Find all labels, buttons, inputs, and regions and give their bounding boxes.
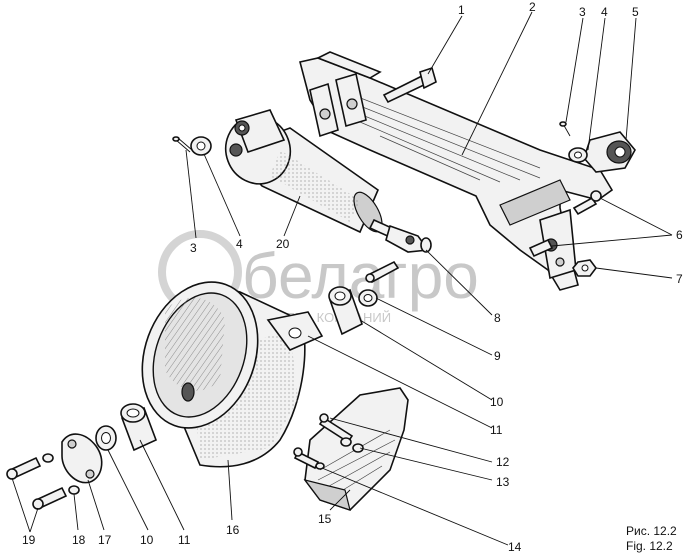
part-bolt-9 bbox=[365, 260, 400, 284]
part-washer-right bbox=[568, 147, 588, 163]
part-cotter-pin-left bbox=[172, 136, 193, 153]
label-10-left: 10 bbox=[140, 533, 154, 547]
label-12: 12 bbox=[496, 455, 510, 469]
label-20: 20 bbox=[276, 237, 290, 251]
label-9: 9 bbox=[494, 349, 501, 363]
leader-lines bbox=[11, 11, 673, 546]
part-eye-bracket bbox=[583, 131, 636, 173]
part-washer-left bbox=[190, 136, 212, 156]
label-11-right: 11 bbox=[490, 423, 503, 437]
label-5: 5 bbox=[632, 5, 639, 19]
label-8: 8 bbox=[494, 311, 501, 325]
part-tank bbox=[141, 281, 324, 468]
label-15: 15 bbox=[318, 512, 332, 526]
label-16: 16 bbox=[226, 523, 240, 537]
part-washer-lower bbox=[95, 425, 117, 451]
figure-caption: Рис. 12.2 Fig. 12.2 bbox=[626, 524, 677, 553]
label-14: 14 bbox=[508, 540, 522, 554]
callout-labels: 1 2 3 4 5 6 7 8 9 10 11 12 13 14 15 16 1… bbox=[22, 0, 683, 554]
part-cotter-pin-right bbox=[559, 121, 571, 137]
label-13: 13 bbox=[496, 475, 510, 489]
part-nut bbox=[572, 259, 597, 277]
label-7: 7 bbox=[676, 272, 683, 286]
part-bush-upper bbox=[328, 286, 378, 336]
part-bush-lower bbox=[120, 403, 158, 452]
caption-ru: Рис. 12.2 bbox=[626, 524, 677, 538]
label-3-left: 3 bbox=[190, 241, 197, 255]
part-bolts-19 bbox=[6, 456, 68, 510]
caption-en: Fig. 12.2 bbox=[626, 539, 673, 553]
part-bolts-6 bbox=[528, 190, 602, 258]
label-6: 6 bbox=[676, 228, 683, 242]
label-17: 17 bbox=[98, 533, 112, 547]
part-beam bbox=[299, 51, 614, 291]
label-19: 19 bbox=[22, 533, 36, 547]
label-1: 1 bbox=[458, 3, 465, 17]
part-flange-plate bbox=[61, 433, 103, 484]
label-10-right: 10 bbox=[490, 395, 504, 409]
label-4-left: 4 bbox=[236, 237, 243, 251]
part-hydraulic-cylinder bbox=[224, 109, 383, 234]
label-18: 18 bbox=[72, 533, 86, 547]
label-3: 3 bbox=[579, 5, 586, 19]
part-washer-13 bbox=[340, 437, 364, 453]
label-4: 4 bbox=[601, 5, 608, 19]
part-rod-clevis bbox=[368, 218, 432, 253]
label-2: 2 bbox=[529, 0, 536, 14]
part-bolt-top bbox=[382, 66, 437, 104]
part-bolt-14 bbox=[293, 447, 325, 470]
label-11-left: 11 bbox=[178, 533, 191, 547]
